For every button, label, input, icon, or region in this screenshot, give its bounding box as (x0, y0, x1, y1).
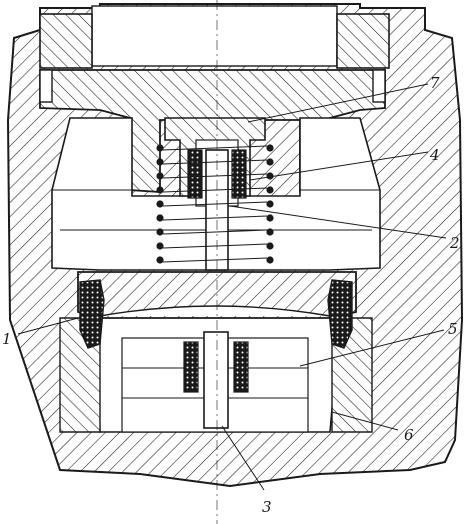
upper-gland-left (187, 149, 203, 199)
callout-label-5: 5 (448, 320, 458, 338)
spring (156, 144, 274, 264)
callout-label-4: 4 (429, 146, 440, 164)
callout-label-7: 7 (430, 74, 440, 92)
seal-ring-right (327, 279, 353, 349)
threaded-cap-left (39, 13, 93, 69)
valve-stem-lower (203, 331, 229, 429)
callout-label-2: 2 (449, 234, 460, 252)
piston-dome (99, 305, 331, 317)
callout-label-3: 3 (262, 498, 272, 516)
leader-lines (17, 83, 447, 491)
callout-label-6: 6 (404, 426, 414, 444)
bonnet-lug-left (39, 69, 53, 103)
threaded-cap-right (336, 13, 390, 69)
bonnet-lug-right (372, 69, 386, 103)
callout-label-1: 1 (2, 330, 12, 348)
top-port (91, 5, 338, 67)
lower-gland-left (183, 341, 199, 393)
upper-gland-right (231, 149, 247, 199)
seal-ring-left (79, 279, 105, 349)
lower-gland-right (233, 341, 249, 393)
